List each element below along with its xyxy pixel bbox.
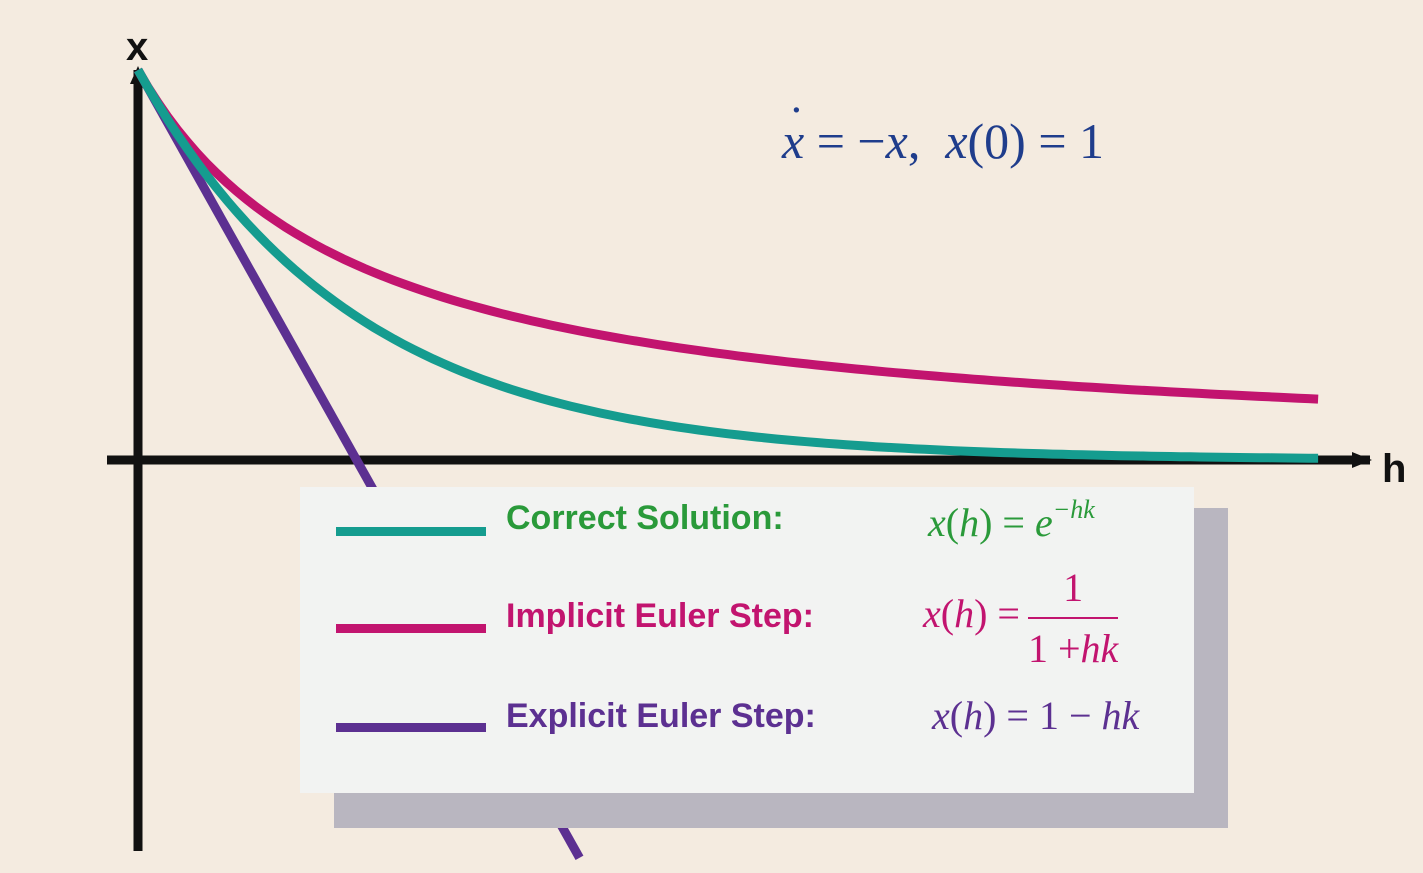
legend-label-implicit: Implicit Euler Step: [506,597,814,635]
series-line-correct-solution [134,67,1319,463]
x-axis-arrowhead [1352,452,1372,468]
legend-swatch-explicit [336,723,486,732]
legend-swatch-correct [336,527,486,536]
legend-box: Correct Solution: x(h) = e−hk Implicit E… [300,487,1194,793]
eq-xdot: x˙ [782,95,805,169]
legend-item-explicit-euler: Explicit Euler Step: x(h) = 1 − hk [300,682,1194,772]
legend-swatch-implicit [336,624,486,633]
series-line-implicit-euler [134,67,1319,404]
legend-formula-correct: x(h) = e−hk [928,495,1095,545]
eq-sep: , [907,113,946,169]
eq-init-x: x [945,113,968,169]
eq-init-args: (0) = 1 [967,113,1105,169]
legend-formula-explicit: x(h) = 1 − hk [932,693,1140,738]
legend-label-correct: Correct Solution: [506,499,784,537]
dot-mark: ˙ [788,95,805,151]
x-axis-label: h [1382,447,1406,491]
y-axis-label: x [126,25,148,69]
ode-equation: x˙ = −x, x(0) = 1 [782,95,1105,170]
eq-rhs-x: x [885,113,908,169]
eq-equals-neg: = − [804,113,886,169]
legend-label-explicit: Explicit Euler Step: [506,697,816,735]
legend-item-correct-solution: Correct Solution: x(h) = e−hk [300,487,1194,577]
